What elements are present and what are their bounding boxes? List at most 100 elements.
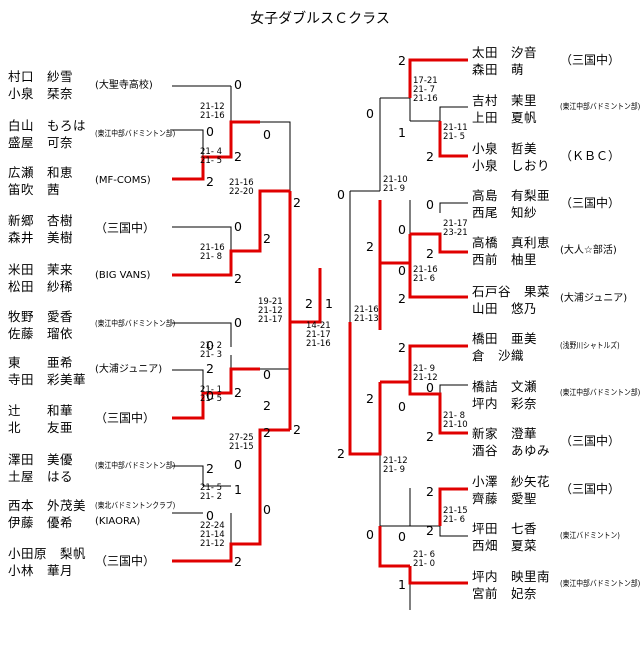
score: 0	[234, 457, 242, 472]
right-team-12-names: 坪内 映里南宮前 妃奈	[472, 569, 551, 601]
bracket-line	[260, 121, 291, 191]
game-score: 21- 9 21-12	[413, 364, 438, 383]
bracket-line	[410, 106, 468, 122]
winner-line	[172, 428, 290, 563]
game-score: 27-25 21-15	[229, 433, 254, 452]
score: 2	[426, 149, 434, 164]
score: 0	[426, 197, 434, 212]
score: 0	[398, 222, 406, 237]
winner-line	[172, 120, 260, 181]
right-team-6-names: 石戸谷 果菜山田 悠乃	[472, 284, 551, 316]
score: 0	[426, 380, 434, 395]
winner-line	[408, 234, 468, 299]
score: 2	[337, 446, 345, 461]
right-team-7-club: (浅野川シャトルズ)	[560, 341, 620, 350]
left-team-7-names: 東 亜希寺田 彩美華	[8, 355, 87, 387]
left-team-6-names: 牧野 愛香佐藤 瑠依	[8, 309, 74, 341]
winner-line	[172, 189, 290, 277]
left-team-8-club: （三国中）	[95, 411, 156, 425]
left-team-7-club: (大浦ジュニア)	[95, 364, 163, 375]
game-score: 21-10 21- 9	[383, 175, 408, 194]
score: 2	[398, 291, 406, 306]
left-team-2-club: (東江中部バドミントン部)	[95, 129, 176, 138]
score: 2	[234, 149, 242, 164]
bracket-line	[439, 202, 468, 213]
right-team-1-club: （三国中）	[560, 53, 621, 67]
right-team-5-club: (大人☆部活)	[560, 245, 617, 256]
score: 0	[263, 367, 271, 382]
winner-line	[378, 526, 410, 568]
right-team-8-club: (東江中部バドミントン部)	[560, 388, 640, 397]
score: 1	[398, 125, 406, 140]
right-team-4-names: 高島 有梨亜西尾 知紗	[472, 188, 551, 220]
right-team-10-club: （三国中）	[560, 482, 621, 496]
right-team-10-names: 小澤 紗矢花齊藤 愛聖	[472, 474, 551, 506]
game-score: 21-17 23-21	[443, 219, 468, 238]
bracket-line	[439, 384, 468, 394]
right-team-12-club: (東江中部バドミントン部)	[560, 579, 640, 588]
left-team-6-club: (東江中部バドミントン部)	[95, 319, 176, 328]
left-team-10-club-1: (東北バドミントンクラブ)	[95, 501, 176, 510]
score: 2	[426, 523, 434, 538]
left-team-4-club: （三国中）	[95, 221, 156, 235]
score: 2	[426, 484, 434, 499]
right-team-11-club: (東江バドミントン)	[560, 531, 620, 540]
score: 0	[206, 338, 214, 353]
left-team-10-club-2: (KIAORA)	[95, 516, 141, 527]
bracket-line	[172, 465, 204, 486]
score: 0	[366, 106, 374, 121]
left-team-1-club: (大聖寺高校)	[95, 80, 153, 91]
left-team-5-names: 米田 茉来松田 紗稀	[8, 262, 74, 294]
score: 2	[263, 231, 271, 246]
score: 1	[398, 577, 406, 592]
right-team-2-names: 吉村 茉里上田 夏帆	[472, 93, 538, 125]
score: 0	[234, 315, 242, 330]
score: 2	[293, 195, 301, 210]
winner-line	[438, 121, 468, 158]
game-score: 21-12 21-16	[200, 102, 225, 121]
score: 2	[206, 461, 214, 476]
score: 0	[263, 502, 271, 517]
game-score: 22-24 21-14 21-12	[200, 521, 225, 549]
game-score: 21- 8 21-10	[443, 411, 468, 430]
score: 2	[263, 425, 271, 440]
game-score: 14-21 21-17 21-16	[306, 321, 331, 349]
score: 0	[366, 527, 374, 542]
score: 0	[234, 77, 242, 92]
game-score: 21- 4 21- 5	[200, 147, 222, 166]
score: 2	[206, 361, 214, 376]
left-team-3-club: (MF-COMS)	[95, 175, 151, 186]
page-title: 女子ダブルスＣクラス	[250, 11, 390, 27]
bracket-line	[439, 526, 468, 537]
score: 2	[398, 53, 406, 68]
score: 0	[206, 508, 214, 523]
winner-line	[288, 191, 322, 324]
game-score: 21-16 21- 8	[200, 243, 225, 262]
winner-line	[408, 566, 468, 585]
left-team-10-names: 西本 外茂美伊藤 優希	[8, 498, 87, 530]
game-score: 21-11 21- 5	[443, 123, 468, 142]
score: 1	[325, 296, 333, 311]
score: 2	[305, 296, 313, 311]
game-score: 21-12 21- 9	[383, 456, 408, 475]
score: 0	[206, 124, 214, 139]
score: 0	[398, 529, 406, 544]
game-score: 21- 6 21- 0	[413, 550, 435, 569]
bracket-line	[172, 226, 232, 251]
score: 2	[366, 239, 374, 254]
score: 0	[263, 127, 271, 142]
right-team-11-names: 坪田 七香西畑 夏菜	[472, 521, 538, 553]
score: 2	[234, 271, 242, 286]
score: 1	[234, 482, 242, 497]
score: 2	[426, 246, 434, 261]
game-score: 21- 2 21- 3	[200, 341, 222, 360]
score: 2	[263, 398, 271, 413]
right-team-5-names: 高橋 真利恵西前 柚里	[472, 235, 551, 267]
score: 2	[206, 174, 214, 189]
left-team-11-names: 小田原 梨帆小林 華月	[8, 546, 87, 578]
right-team-4-club: （三国中）	[560, 196, 621, 210]
right-team-8-names: 橋詰 文瀬坪内 彩奈	[472, 379, 538, 411]
left-team-4-names: 新郷 杏樹森井 美樹	[8, 213, 74, 245]
game-score: 21-16 21- 6	[413, 265, 438, 284]
